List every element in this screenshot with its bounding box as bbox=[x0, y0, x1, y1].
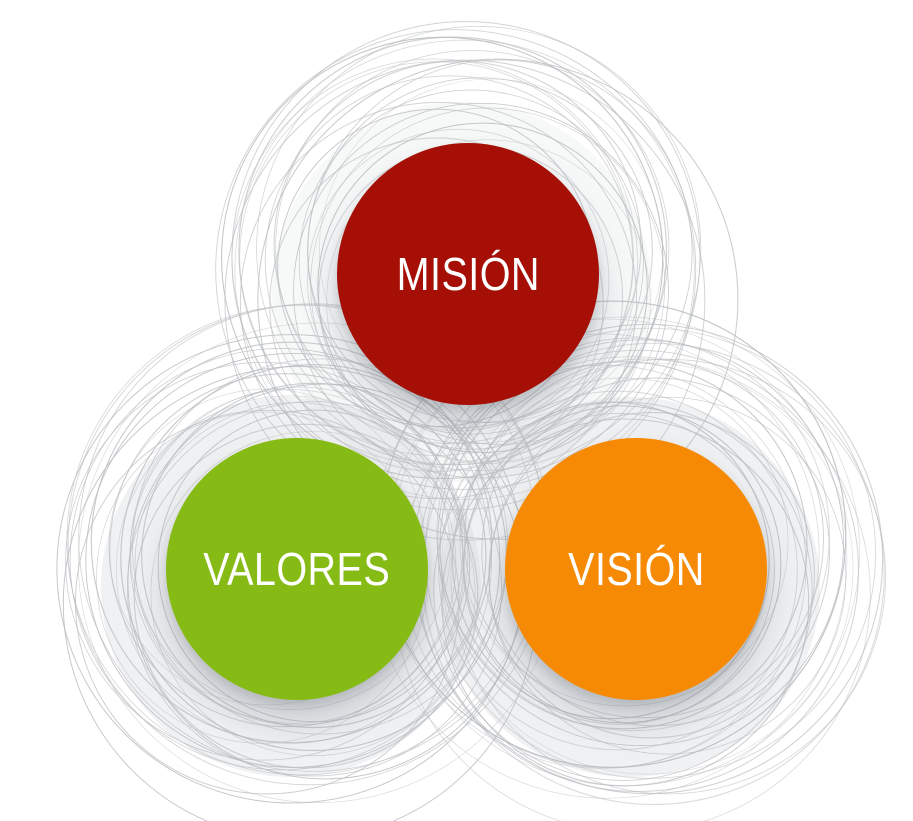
ring-shape bbox=[439, 361, 808, 730]
ring-shape bbox=[239, 101, 638, 500]
valores-circle: VALORES bbox=[166, 438, 428, 700]
ring-shape bbox=[459, 377, 789, 707]
ring-shape bbox=[438, 390, 798, 751]
ring-shape bbox=[269, 137, 604, 472]
mision-circle: MISIÓN bbox=[337, 143, 599, 405]
ring-shape bbox=[273, 60, 642, 429]
ring-shape bbox=[481, 377, 831, 727]
ring-shape bbox=[488, 396, 847, 755]
vision-label: VISIÓN bbox=[567, 543, 705, 595]
vision-circle: VISIÓN bbox=[505, 438, 767, 700]
ring-shape bbox=[257, 58, 739, 540]
ring-shape bbox=[215, 29, 697, 511]
valores-label: VALORES bbox=[203, 543, 391, 595]
ring-shape bbox=[275, 50, 670, 445]
ring-shape bbox=[318, 78, 664, 423]
ring-shape bbox=[157, 409, 471, 723]
ring-shape bbox=[464, 358, 824, 719]
ring-shape bbox=[436, 337, 830, 732]
ring-shape bbox=[133, 423, 479, 769]
ring-shape bbox=[150, 431, 476, 757]
ring-shape bbox=[126, 401, 503, 777]
ring-shape bbox=[129, 389, 451, 711]
ring-shape bbox=[433, 401, 813, 781]
ring-shape bbox=[298, 89, 644, 435]
ring-shape bbox=[231, 58, 638, 465]
ring-shape bbox=[307, 59, 693, 445]
ring-shape bbox=[109, 373, 464, 728]
ring-shape bbox=[441, 362, 854, 775]
ring-shape bbox=[463, 412, 775, 725]
ring-shape bbox=[437, 339, 845, 747]
ring-shape bbox=[141, 382, 487, 729]
mision-label: MISIÓN bbox=[396, 248, 540, 300]
ring-shape bbox=[90, 341, 493, 744]
ring-shape bbox=[129, 386, 469, 726]
